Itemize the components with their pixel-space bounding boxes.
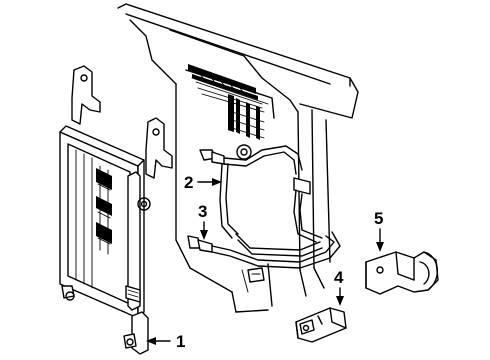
grille-slots [188, 64, 265, 140]
radiator-support-panel [117, 3, 359, 313]
line-bracket [295, 307, 347, 343]
callout-label-2: 2 [184, 173, 193, 192]
callout-5: 5 [374, 209, 384, 252]
callout-2: 2 [184, 173, 222, 192]
upper-cooler-line [199, 144, 323, 243]
callout-label-1: 1 [176, 332, 185, 351]
callout-label-3: 3 [198, 202, 207, 221]
callout-3: 3 [198, 202, 208, 240]
lower-cooler-line [187, 231, 341, 283]
callout-1: 1 [146, 332, 185, 351]
line-clamp [365, 251, 439, 295]
callout-label-5: 5 [374, 209, 383, 228]
callout-4: 4 [334, 268, 344, 306]
callout-label-4: 4 [334, 268, 344, 287]
oil-cooler-assembly [59, 65, 173, 355]
